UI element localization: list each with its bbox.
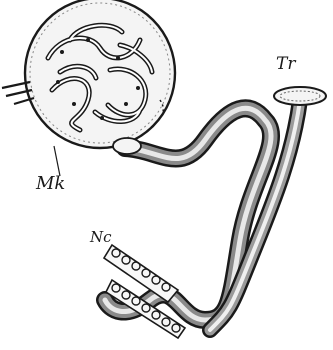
label-mk: Mk — [36, 175, 65, 193]
leader-line-mk — [54, 146, 60, 176]
label-nc: Nc — [90, 230, 112, 245]
cell-chain-nc — [104, 245, 185, 338]
capsule-mk — [2, 0, 175, 148]
funnel-tr — [274, 87, 326, 105]
label-tr: Tr — [276, 56, 295, 73]
